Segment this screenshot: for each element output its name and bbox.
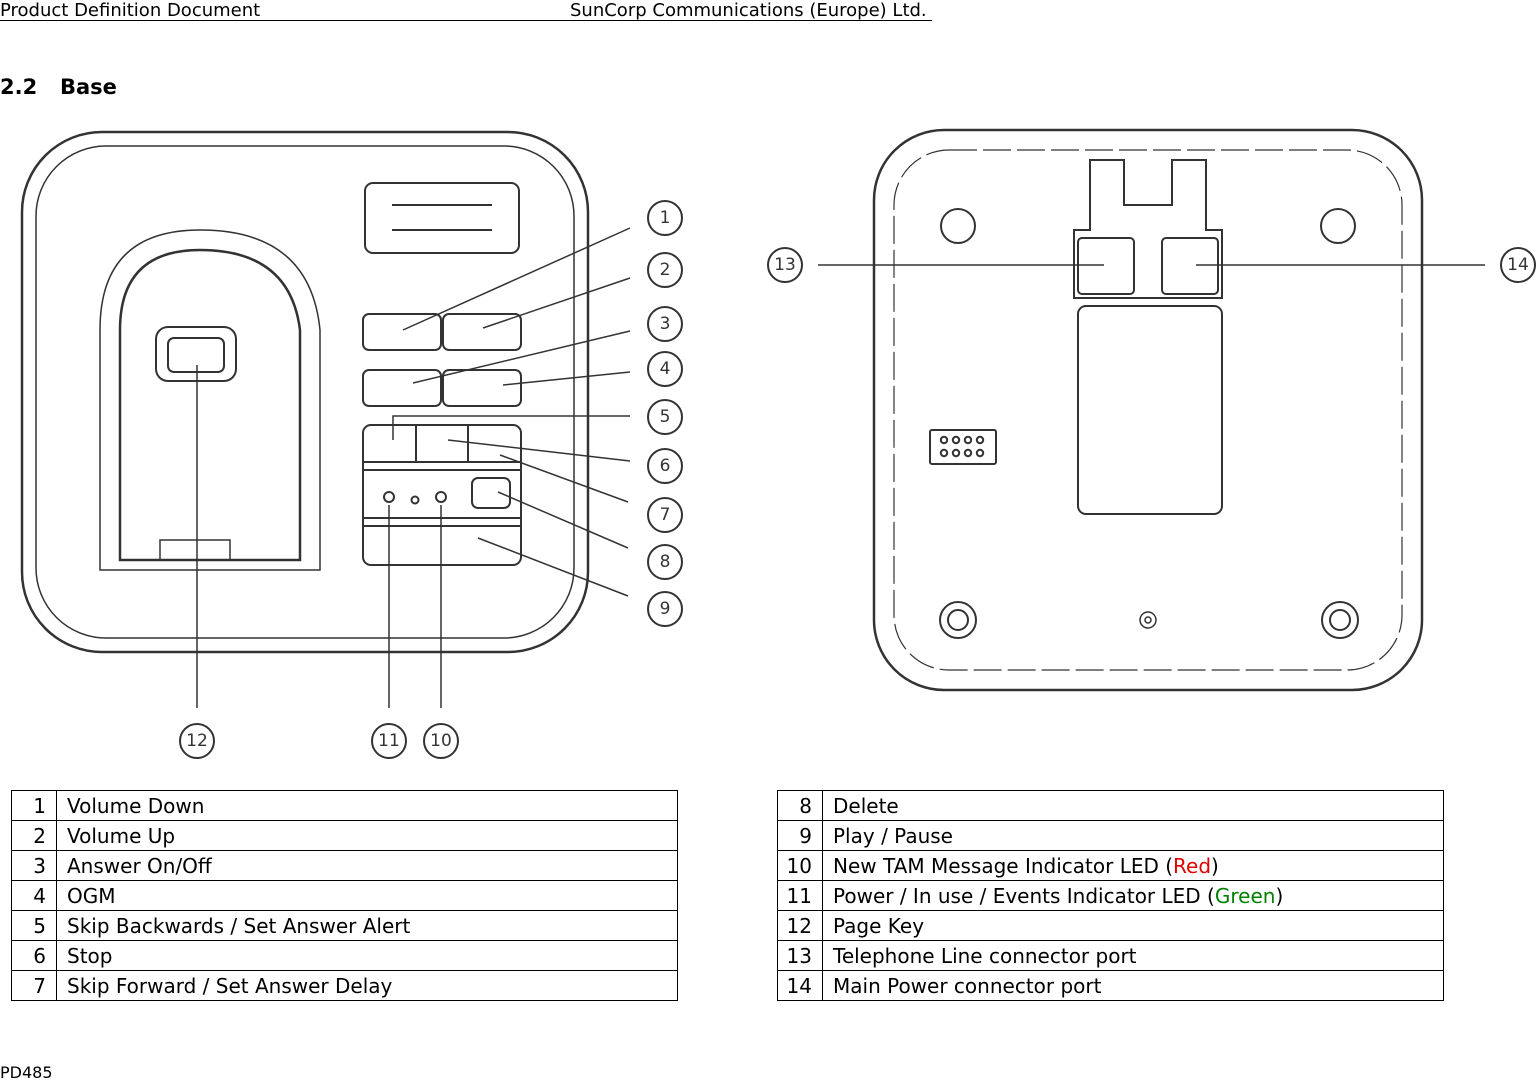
header-company: SunCorp Communications (Europe) Ltd. — [570, 0, 927, 21]
callout-6: 6 — [660, 456, 671, 476]
item-number: 6 — [11, 940, 57, 971]
header-document-title: Product Definition Document — [0, 0, 261, 21]
item-number: 9 — [777, 820, 823, 851]
callout-12: 12 — [186, 731, 208, 751]
item-number: 8 — [777, 790, 823, 821]
callout-4: 4 — [660, 359, 671, 379]
label-area — [1077, 305, 1223, 515]
item-label-close: ) — [1275, 883, 1284, 908]
delete-button — [471, 477, 511, 509]
item-number: 7 — [11, 970, 57, 1001]
speaker-grille — [364, 182, 520, 254]
item-label: Skip Forward / Set Answer Delay — [56, 970, 678, 1001]
front-leader-lines — [196, 227, 631, 708]
ogm-button — [442, 369, 522, 407]
base-front-view — [20, 130, 590, 654]
callout-3: 3 — [660, 314, 671, 334]
callout-1: 1 — [660, 208, 671, 228]
item-number: 13 — [777, 940, 823, 971]
item-label: Page Key — [822, 910, 1444, 941]
footer-doc-code: PD485 — [0, 1063, 53, 1082]
section-heading: 2.2 Base — [0, 75, 117, 99]
item-label: New TAM Message Indicator LED (Red) — [822, 850, 1444, 881]
callout-14: 14 — [1507, 255, 1529, 275]
header-rule — [0, 20, 932, 21]
main-power-port — [1161, 237, 1219, 295]
item-number: 1 — [11, 790, 57, 821]
callout-7: 7 — [660, 505, 671, 525]
item-label-text: Power / In use / Events Indicator LED ( — [833, 883, 1215, 908]
led-red — [435, 491, 447, 503]
item-label-text: New TAM Message Indicator LED ( — [833, 853, 1174, 878]
led-green — [383, 491, 395, 503]
item-number: 2 — [11, 820, 57, 851]
item-number: 14 — [777, 970, 823, 1001]
item-label: Stop — [56, 940, 678, 971]
section-title: Base — [60, 75, 117, 99]
item-label: Volume Up — [56, 820, 678, 851]
item-label: Telephone Line connector port — [822, 940, 1444, 971]
callouts — [179, 200, 1536, 759]
item-label: Answer On/Off — [56, 850, 678, 881]
item-number: 12 — [777, 910, 823, 941]
item-number: 10 — [777, 850, 823, 881]
callout-11: 11 — [378, 731, 400, 751]
volume-down-button — [362, 313, 442, 351]
base-diagram: 1 2 3 4 5 6 7 8 9 10 11 12 13 14 — [20, 128, 1536, 759]
callout-2: 2 — [660, 260, 671, 280]
answer-onoff-button — [362, 369, 442, 407]
base-rear-view — [872, 128, 1424, 692]
item-number: 5 — [11, 910, 57, 941]
item-number: 11 — [777, 880, 823, 911]
item-label-close: ) — [1211, 853, 1219, 878]
section-number: 2.2 — [0, 75, 38, 99]
item-label: Play / Pause — [822, 820, 1444, 851]
callout-10: 10 — [430, 731, 452, 751]
item-number: 4 — [11, 880, 57, 911]
callout-8: 8 — [660, 552, 671, 572]
item-number: 3 — [11, 850, 57, 881]
item-label: OGM — [56, 880, 678, 911]
item-label: Volume Down — [56, 790, 678, 821]
callout-13: 13 — [774, 255, 796, 275]
volume-up-button — [442, 313, 522, 351]
red-accent-text: Red — [1173, 853, 1212, 878]
item-label: Main Power connector port — [822, 970, 1444, 1001]
callout-9: 9 — [660, 599, 671, 619]
telephone-line-port — [1077, 237, 1135, 295]
item-label: Skip Backwards / Set Answer Alert — [56, 910, 678, 941]
green-accent-text: Green — [1214, 883, 1276, 908]
item-label: Power / In use / Events Indicator LED (G… — [822, 880, 1444, 911]
item-label: Delete — [822, 790, 1444, 821]
callout-5: 5 — [660, 407, 671, 427]
page-key — [155, 326, 237, 382]
